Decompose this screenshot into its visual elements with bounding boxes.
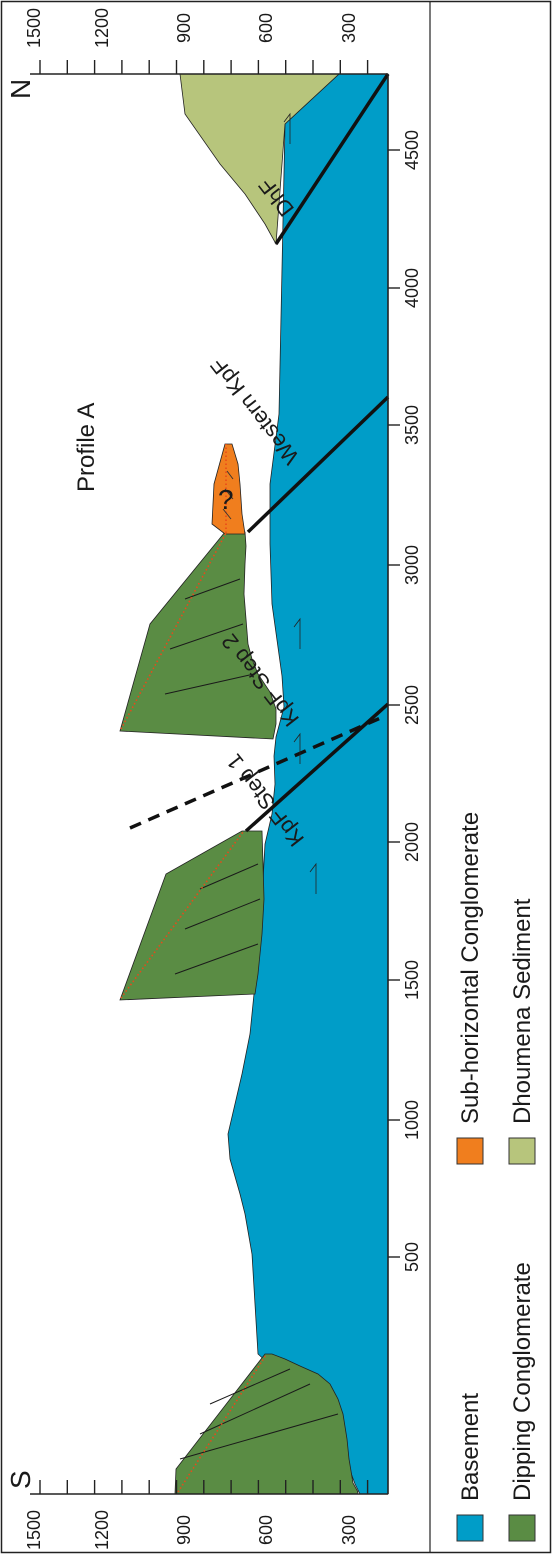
axis-ticks: 1500 1500 1200 1200 900 900 600 600 300 300 500 100… xyxy=(24,8,422,1550)
distance-tick-label: 2500 xyxy=(402,685,422,725)
uncertainty-question-mark: ? xyxy=(218,484,234,515)
north-label: N xyxy=(5,79,36,99)
subhorizontal-conglomerate xyxy=(211,443,246,535)
fault-western-kpf xyxy=(246,395,390,534)
distance-tick-label: 4000 xyxy=(402,268,422,308)
dipping-conglomerate-left xyxy=(174,1353,359,1495)
fault-kpf-step1-line xyxy=(129,714,386,830)
subhorizontal-bedding xyxy=(222,470,234,520)
distance-tick-label: 1000 xyxy=(402,1100,422,1140)
legend: Basement Dipping Conglomerate Sub-horizont… xyxy=(456,812,536,1542)
legend-swatch xyxy=(456,1137,484,1165)
dipping-conglomerate-middle xyxy=(119,830,265,1001)
legend-label: Basement xyxy=(457,1393,484,1501)
fault-kpf-step2 xyxy=(244,702,390,833)
elevation-tick-label-right: 300 xyxy=(339,13,359,43)
elevation-tick-label-right: 1200 xyxy=(92,8,112,48)
elevation-tick-label-right: 900 xyxy=(174,13,194,43)
legend-label: Sub-horizontal Conglomerate xyxy=(457,812,484,1124)
slip-arrows xyxy=(283,112,317,894)
elevation-tick-label-right: 600 xyxy=(256,13,276,43)
distance-tick-label: 3500 xyxy=(402,405,422,445)
elevation-tick-label-right: 1500 xyxy=(24,8,44,48)
unconformity-contacts xyxy=(120,444,267,1493)
elevation-tick-label-left: 600 xyxy=(256,1515,276,1545)
distance-tick-label: 1500 xyxy=(402,960,422,1000)
cross-section-plot: KpF Step 1 KpF Step 2 Western KpF DhF ? … xyxy=(5,73,390,1495)
elevation-tick-label-left: 1500 xyxy=(24,1510,44,1550)
distance-tick-label: 2000 xyxy=(402,822,422,862)
profile-title: Profile A xyxy=(73,403,100,492)
legend-label: Dipping Conglomerate xyxy=(509,1262,536,1501)
legend-label: Dhoumena Sediment xyxy=(509,898,536,1124)
bedding-lines xyxy=(164,578,339,1460)
distance-tick-label: 500 xyxy=(402,1242,422,1272)
elevation-tick-label-left: 1200 xyxy=(92,1510,112,1550)
elevation-tick-label-left: 300 xyxy=(339,1515,359,1545)
distance-tick-label: 4500 xyxy=(402,130,422,170)
legend-swatch xyxy=(508,1137,536,1165)
dipping-conglomerate-right xyxy=(119,531,277,740)
elevation-tick-label-left: 900 xyxy=(174,1515,194,1545)
distance-tick-label: 3000 xyxy=(402,545,422,585)
south-label: S xyxy=(5,1470,36,1489)
legend-swatch xyxy=(456,1514,484,1542)
fault-dhf xyxy=(274,73,390,245)
legend-swatch xyxy=(508,1514,536,1542)
